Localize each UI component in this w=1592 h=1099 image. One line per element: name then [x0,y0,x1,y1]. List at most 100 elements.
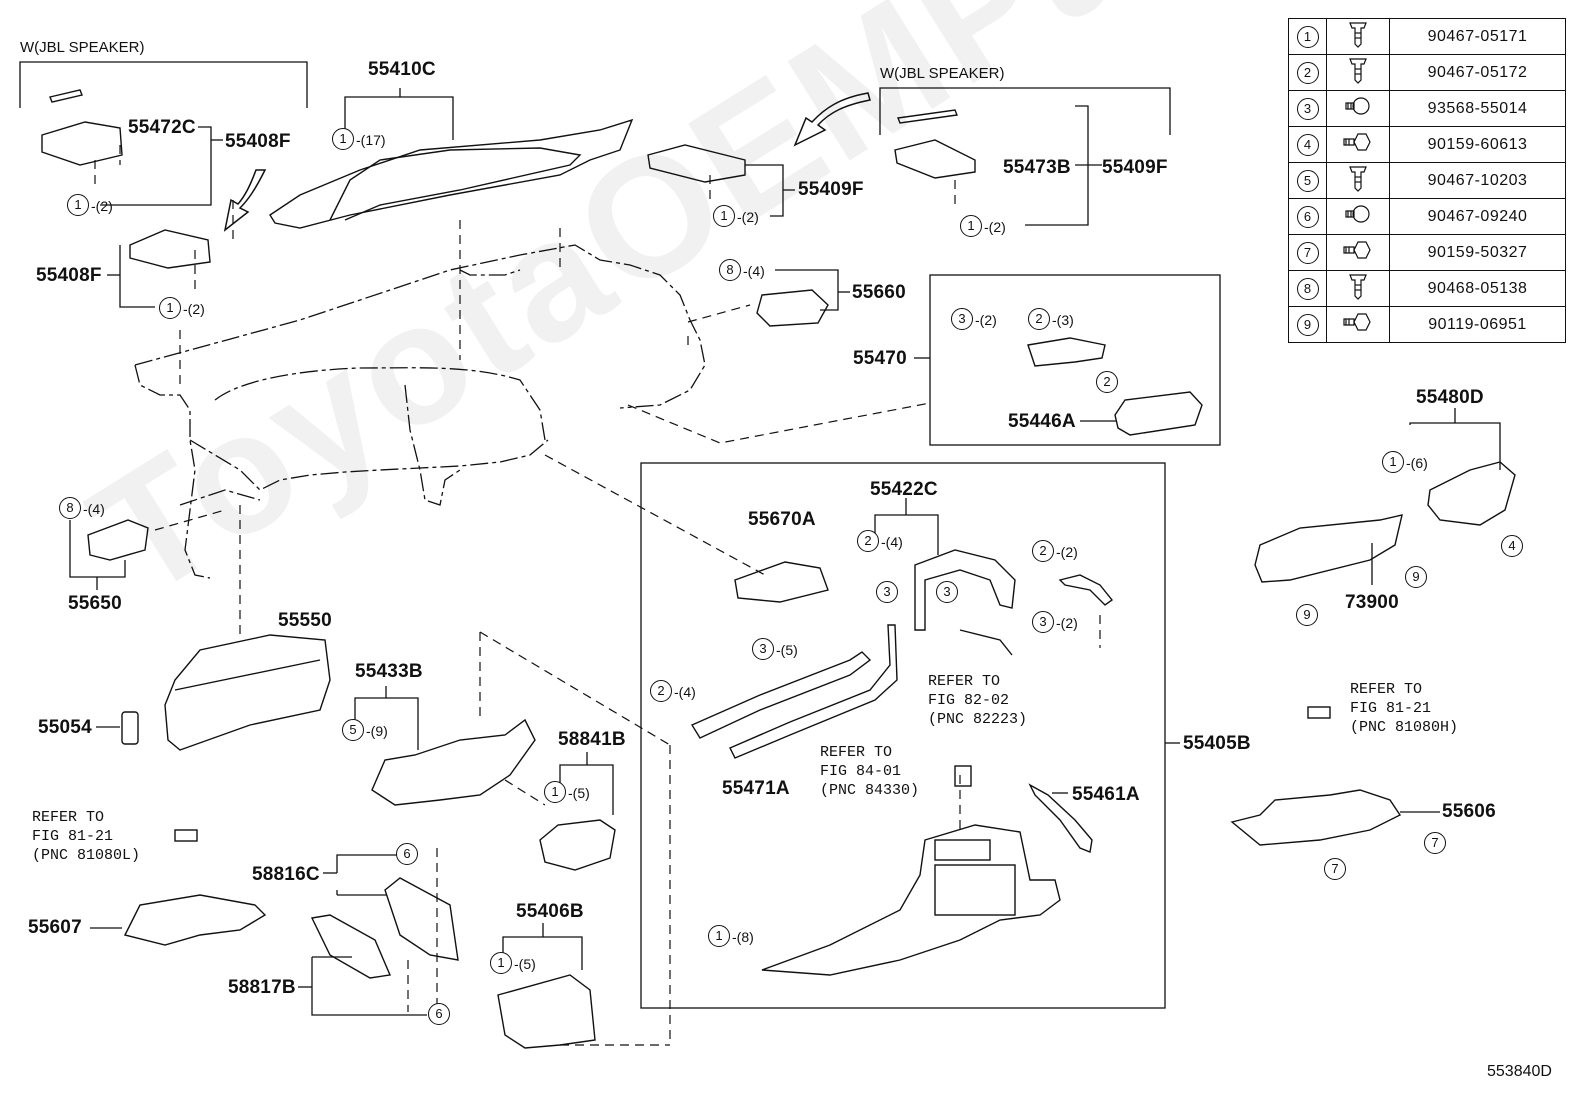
part-label-55607[interactable]: 55607 [28,917,82,938]
bolt-icon [1342,313,1374,338]
clip-icon [1345,274,1371,304]
part-55446A [1114,391,1203,436]
fastener-row[interactable]: 1 90467-05171 [1288,18,1566,55]
part-label-58816C[interactable]: 58816C [252,864,320,885]
part-55670A [734,561,829,603]
clip-icon [1345,58,1371,88]
part-label-58817B[interactable]: 58817B [228,977,296,998]
part-label-55473B[interactable]: 55473B [1003,157,1071,178]
part-55550 [164,634,331,751]
part-label-55660[interactable]: 55660 [852,282,906,303]
fastener-number: 6 [1296,205,1319,228]
leader-lines [19,61,1501,1016]
callout-qty: -(2) [91,198,113,214]
part-55410C [269,118,634,229]
callout-circle: 1 [708,925,730,947]
reference-note[interactable]: REFER TO FIG 81-21 (PNC 81080L) [32,809,141,864]
part-label-55409F-2[interactable]: 55409F [1102,157,1168,178]
reference-note[interactable]: REFER TO FIG 84-01 (PNC 84330) [820,744,920,799]
fastener-number: 2 [1296,61,1319,84]
fastener-part-number: 90467-05171 [1389,18,1566,55]
callout-circle: 2 [1096,371,1118,393]
part-label-58841B[interactable]: 58841B [558,729,626,750]
fastener-row[interactable]: 9 90119-06951 [1288,306,1566,343]
callout-qty: -(2) [1056,615,1078,631]
screw-icon [1343,205,1373,230]
fastener-part-number: 90119-06951 [1389,306,1566,343]
fastener-number: 9 [1296,313,1319,336]
part-label-73900[interactable]: 73900 [1345,592,1399,613]
callout-qty: -(4) [674,684,696,700]
callout-qty: -(4) [83,501,105,517]
callout-circle: 3 [752,638,774,660]
part-label-55408F[interactable]: 55408F [225,131,291,152]
part-label-55470[interactable]: 55470 [853,348,907,369]
callout-qty: -(4) [881,534,903,550]
part-55606 [1230,789,1402,846]
reference-note[interactable]: REFER TO FIG 82-02 (PNC 82223) [928,673,1028,728]
callout-circle: 2 [857,530,879,552]
bolt-icon [1342,241,1374,266]
callout-circle: 5 [342,719,364,741]
part-58841B [539,819,616,871]
fastener-part-number: 90159-60613 [1389,126,1566,163]
part-label-55650[interactable]: 55650 [68,593,122,614]
fastener-part-number: 90468-05138 [1389,270,1566,307]
callout-circle: 1 [960,215,982,237]
fastener-row[interactable]: 2 90467-05172 [1288,54,1566,91]
part-label-55480D[interactable]: 55480D [1416,387,1484,408]
part-58817B [310,914,392,979]
part-label-55405B[interactable]: 55405B [1183,733,1251,754]
part-55406B [497,974,596,1049]
reference-note[interactable]: REFER TO FIG 81-21 (PNC 81080H) [1350,681,1459,736]
callout-circle: 6 [428,1003,450,1025]
part-label-55550[interactable]: 55550 [278,610,332,631]
part-55607 [123,894,267,946]
part-55473B [894,139,976,179]
part-55408F [129,229,211,269]
callout-circle: 1 [67,194,89,216]
part-55433B [371,718,536,806]
part-55472C [41,121,123,166]
callout-circle: 1 [490,952,512,974]
part-label-55054[interactable]: 55054 [38,717,92,738]
fastener-part-number: 90467-05172 [1389,54,1566,91]
part-label-55406B[interactable]: 55406B [516,901,584,922]
part-label-55409F[interactable]: 55409F [798,179,864,200]
part-label-55446A[interactable]: 55446A [1008,411,1076,432]
callout-qty: -(6) [1406,455,1428,471]
callout-circle: 2 [1028,308,1050,330]
fastener-row[interactable]: 4 90159-60613 [1288,126,1566,163]
assembly-dashed-lines [94,145,1101,1046]
jbl-header-right: W(JBL SPEAKER) [880,65,1005,82]
part-label-55461A[interactable]: 55461A [1072,784,1140,805]
part-55660 [756,289,829,327]
fastener-part-number: 90159-50327 [1389,234,1566,271]
fastener-number: 4 [1296,133,1319,156]
part-55461A [1028,783,1093,853]
callout-circle: 3 [876,581,898,603]
fastener-number: 1 [1296,25,1319,48]
part-label-55410C[interactable]: 55410C [368,59,436,80]
part-label-55471A[interactable]: 55471A [722,778,790,799]
arrow-icon [223,92,871,232]
part-label-55433B[interactable]: 55433B [355,661,423,682]
callout-circle: 7 [1324,858,1346,880]
part-label-55472C[interactable]: 55472C [128,117,196,138]
callout-qty: -(5) [514,956,536,972]
part-label-55606[interactable]: 55606 [1442,801,1496,822]
callout-qty: -(2) [1056,544,1078,560]
callout-circle: 2 [650,680,672,702]
part-label-55670A[interactable]: 55670A [748,509,816,530]
callout-circle: 4 [1501,535,1523,557]
part-58816C [384,877,459,961]
callout-circle: 9 [1405,566,1427,588]
part-label-55408F-2[interactable]: 55408F [36,265,102,286]
part-label-55422C[interactable]: 55422C [870,479,938,500]
part-55470 [1027,337,1106,367]
